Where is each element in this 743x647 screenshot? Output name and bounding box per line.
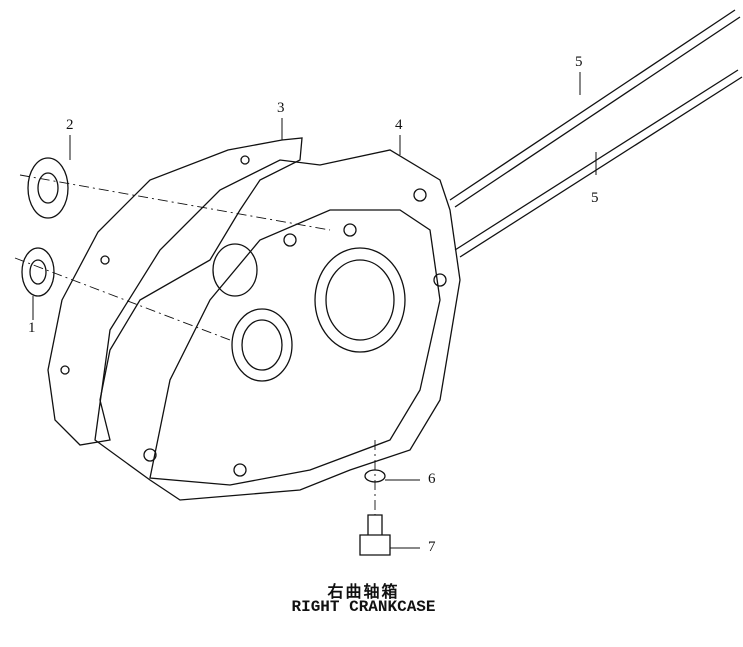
crankcase-body <box>94 149 461 501</box>
callout-washer: 6 <box>428 471 436 487</box>
bearing-bore <box>231 308 293 382</box>
bearing-1 <box>21 247 55 297</box>
bearing-bore <box>314 247 406 353</box>
drain-bolt <box>359 514 391 556</box>
callout-1-bearing-2: 2 <box>66 117 74 133</box>
callout-stud-lower: 5 <box>591 190 599 206</box>
stud-bolt <box>449 9 736 201</box>
gasket <box>47 137 303 446</box>
caption-english: RIGHT CRANKCASE <box>291 598 436 616</box>
callout-crankcase: 4 <box>395 117 403 133</box>
bearing-2 <box>27 157 69 219</box>
callout-bearing-1: 1 <box>28 320 36 336</box>
caption-chinese: 右曲轴箱 <box>327 582 400 601</box>
callout-drain-bolt: 7 <box>428 539 436 555</box>
callout-stud-upper: 5 <box>575 54 583 70</box>
callout-gasket: 3 <box>277 100 285 116</box>
